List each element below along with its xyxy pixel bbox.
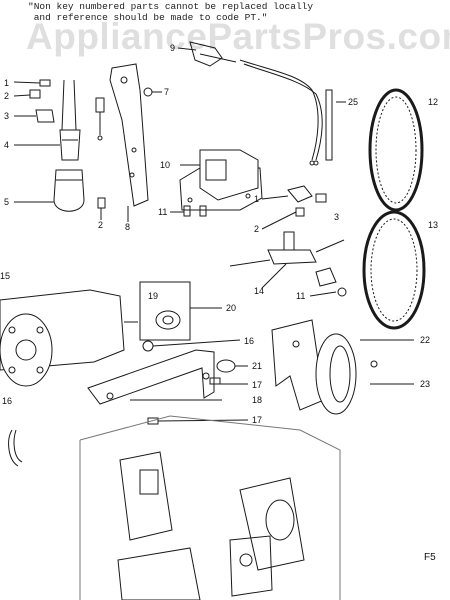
callout-14: 14	[254, 286, 265, 296]
callout-8: 8	[125, 222, 131, 232]
callout-15: 15	[0, 271, 11, 281]
callout-2c: 2	[254, 224, 260, 234]
callout-3: 3	[4, 111, 10, 121]
part-7-screw	[143, 87, 162, 97]
part-15-motor	[0, 289, 138, 387]
part-14-guide	[229, 231, 345, 289]
parts-note-line-1: "Non key numbered parts cannot be replac…	[28, 1, 314, 12]
part-2b-screw	[97, 197, 106, 220]
part-9-clip	[177, 41, 237, 67]
callout-17b: 17	[252, 415, 263, 425]
callout-10: 10	[160, 160, 171, 170]
callout-7: 7	[164, 87, 170, 97]
right-screw-cluster	[261, 185, 327, 230]
callout-17: 17	[252, 380, 263, 390]
part-4-lamp-socket	[14, 79, 81, 161]
wire-harness	[239, 59, 323, 166]
part-1-screw	[13, 79, 51, 87]
parts-note-line-2: and reference should be made to code PT.…	[28, 11, 268, 23]
callout-25: 25	[348, 97, 359, 107]
callout-11: 11	[158, 207, 168, 217]
callout-2: 2	[4, 91, 10, 101]
callout-20: 20	[226, 303, 237, 313]
callout-3b: 3	[334, 212, 340, 222]
callout-2b: 2	[98, 220, 104, 230]
part-10-controller	[179, 149, 263, 211]
part-5-bulb	[14, 169, 85, 212]
part-18-motor-bracket	[87, 349, 222, 405]
watermark-logo: AppliancePartsPros.com	[26, 16, 450, 57]
part-13-belt	[362, 210, 426, 330]
part-12-belt	[368, 88, 424, 212]
part-20-pulley	[155, 307, 222, 330]
callout-21: 21	[252, 361, 263, 371]
power-cord	[8, 429, 23, 467]
callout-5: 5	[4, 197, 10, 207]
part-25-rod	[325, 89, 346, 161]
callout-11b: 11	[296, 291, 306, 301]
part-11b-block	[309, 267, 347, 297]
machine-body	[79, 415, 341, 600]
callout-22: 22	[420, 335, 431, 345]
part-8-bracket	[109, 63, 149, 222]
page-code: F5	[424, 552, 436, 563]
callout-13: 13	[428, 220, 439, 230]
part-16-screw	[142, 339, 241, 352]
small-clip	[95, 97, 105, 141]
callout-12: 12	[428, 97, 439, 107]
part-3-fitting	[14, 109, 55, 123]
callout-4: 4	[4, 140, 10, 150]
callout-23: 23	[420, 379, 431, 389]
parts-note: "Non key numbered parts cannot be replac…	[28, 1, 438, 23]
part-19-pulley-box	[139, 281, 191, 341]
callout-16: 16	[244, 336, 255, 346]
callout-1b: 1	[254, 194, 260, 204]
part-23-belt-guard	[271, 319, 414, 415]
part-2-screw	[13, 89, 41, 99]
part-21-nut	[216, 359, 248, 373]
callout-19: 19	[148, 291, 159, 301]
part-11-screw	[170, 205, 207, 217]
callout-16b: 16	[2, 396, 13, 406]
callout-9: 9	[170, 43, 176, 53]
callout-18: 18	[252, 395, 263, 405]
callout-1: 1	[4, 78, 10, 88]
part-17-screws	[147, 377, 249, 425]
